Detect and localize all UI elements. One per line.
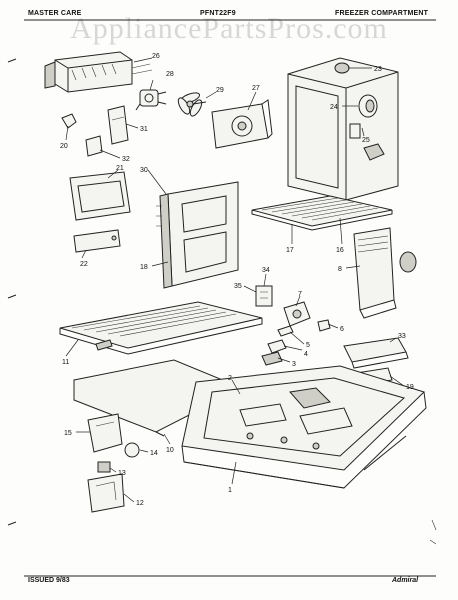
callout-8: 8 [338, 266, 342, 273]
callout-16: 16 [336, 247, 344, 254]
callout-7: 7 [298, 291, 302, 298]
callout-27: 27 [252, 85, 260, 92]
header-section: FREEZER COMPARTMENT [335, 10, 429, 17]
dispenser-parts [87, 413, 140, 513]
callout-25: 25 [362, 137, 370, 144]
callout-31: 31 [140, 126, 148, 133]
watermark: AppliancePartsPros.com [70, 12, 388, 45]
callout-24: 24 [330, 104, 338, 111]
callout-22: 22 [80, 261, 88, 268]
leader-33 [389, 337, 397, 343]
leader-34 [263, 273, 267, 287]
callout-33: 33 [398, 333, 406, 340]
fan-shroud-part [211, 99, 273, 149]
header-brand: MASTER CARE [28, 10, 82, 17]
glass-shelf-part [59, 301, 263, 355]
issue-date: ISSUED 9/83 [28, 577, 70, 584]
margin-mark [7, 294, 17, 299]
callout-17: 17 [286, 247, 294, 254]
leader-2 [231, 379, 241, 395]
margin-mark [7, 521, 17, 526]
leader-11 [65, 339, 79, 357]
leader-7 [295, 295, 301, 307]
leader-1 [231, 461, 237, 485]
leader-31 [125, 123, 139, 129]
leader-29 [205, 91, 217, 99]
callout-3: 3 [292, 361, 296, 368]
callout-30: 30 [140, 167, 148, 174]
margin-mark [429, 519, 437, 545]
leader-26 [133, 57, 153, 63]
control-housing-part [69, 171, 131, 253]
callout-26: 26 [152, 53, 160, 60]
air-duct-part [353, 227, 417, 319]
leader-35 [243, 285, 257, 293]
leader-19 [389, 375, 405, 387]
callout-5: 5 [306, 342, 310, 349]
defrost-control-parts [255, 285, 331, 366]
leader-5 [289, 331, 305, 345]
leader-16 [339, 217, 343, 245]
margin-mark [7, 58, 17, 63]
header-model: PFNT22F9 [200, 10, 236, 17]
brand-logo: Admiral [392, 577, 419, 584]
leader-32 [99, 149, 121, 159]
callout-23: 23 [374, 66, 382, 73]
callout-14: 14 [150, 450, 158, 457]
callout-6: 6 [340, 326, 344, 333]
callout-4: 4 [304, 351, 308, 358]
leader-30 [147, 169, 167, 195]
callout-2: 2 [228, 375, 232, 382]
plate-part [85, 135, 103, 157]
callout-15: 15 [64, 430, 72, 437]
leader-20 [65, 125, 69, 141]
callout-11: 11 [62, 359, 69, 366]
callout-28: 28 [166, 71, 174, 78]
callout-32: 32 [122, 156, 130, 163]
wire-shelf-part [251, 195, 393, 231]
leader-25 [361, 127, 365, 137]
leader-22 [81, 249, 87, 259]
callout-12: 12 [136, 500, 144, 507]
leader-12 [123, 493, 135, 503]
leader-27 [247, 91, 257, 111]
callout-19: 19 [406, 384, 414, 391]
leader-8 [345, 265, 361, 269]
callout-10: 10 [166, 447, 174, 454]
evaporator-cover-part [156, 181, 239, 289]
leader-10 [163, 433, 171, 445]
leader-13 [109, 467, 117, 473]
leader-4 [283, 345, 303, 351]
water-valve-part [135, 89, 167, 111]
cabinet-base-part [181, 365, 427, 489]
clip-part [61, 113, 77, 129]
ice-maker-part [44, 51, 153, 93]
callout-18: 18 [140, 264, 148, 271]
fan-blade-part [177, 92, 207, 117]
callout-1: 1 [228, 487, 232, 494]
bracket-part [107, 105, 129, 145]
leader-18 [151, 261, 169, 267]
callout-35: 35 [234, 283, 242, 290]
callout-20: 20 [60, 143, 68, 150]
leader-21 [107, 169, 119, 179]
leader-6 [327, 323, 339, 329]
leader-14 [139, 449, 149, 453]
callout-34: 34 [262, 267, 270, 274]
leader-28 [149, 79, 154, 91]
freezer-liner-part [287, 57, 399, 201]
leader-3 [277, 357, 291, 363]
callout-29: 29 [216, 87, 224, 94]
callout-21: 21 [116, 165, 124, 172]
callout-13: 13 [118, 470, 126, 477]
